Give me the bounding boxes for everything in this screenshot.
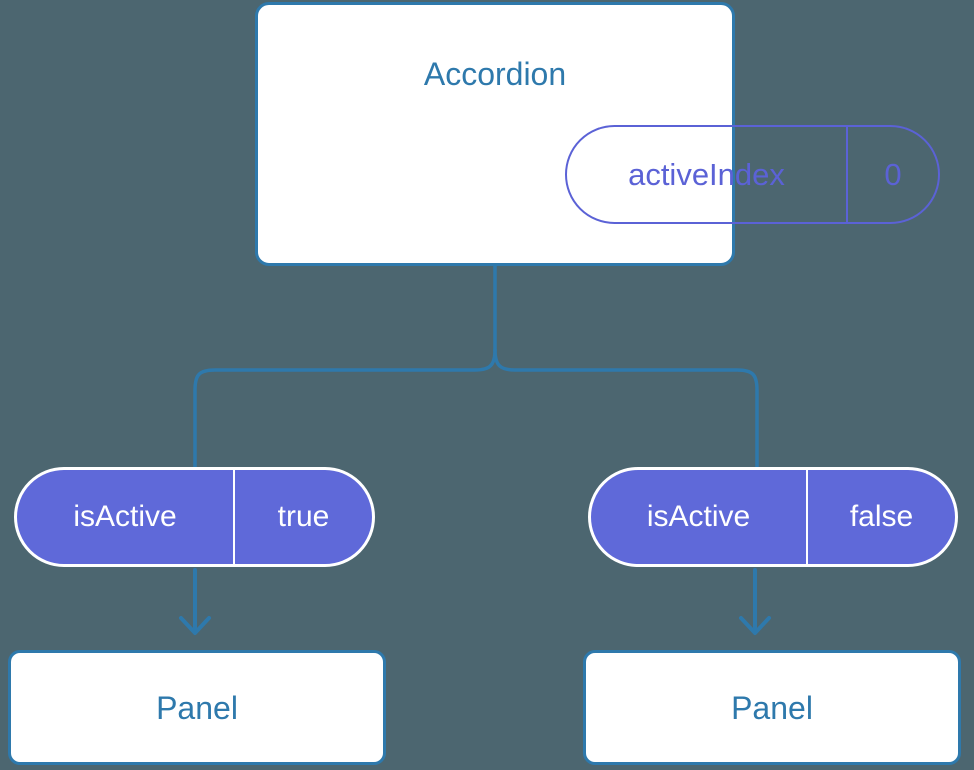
accordion-node[interactable]: Accordion activeIndex 0 (255, 2, 940, 266)
accordion-state-value: 0 (846, 127, 938, 222)
panel-node-right[interactable]: Panel (583, 650, 961, 765)
panel-right-title: Panel (731, 689, 813, 726)
prop-pill-right-value: false (806, 470, 955, 564)
prop-pill-right-name: isActive (646, 500, 751, 533)
prop-pill-left[interactable]: isActive true (14, 467, 375, 567)
arrow-right-head-icon (739, 616, 771, 635)
connector-branch-right (493, 348, 759, 469)
connector-branch-left (193, 348, 497, 469)
accordion-title: Accordion (423, 56, 567, 92)
accordion-state-name: activeIndex (628, 156, 785, 192)
prop-pill-left-name: isActive (73, 500, 177, 533)
arrow-left-head-icon (179, 616, 211, 635)
panel-left-title: Panel (156, 689, 238, 726)
prop-pill-right[interactable]: isActive false (588, 467, 958, 567)
accordion-state-pill[interactable]: activeIndex 0 (565, 125, 940, 224)
panel-node-left[interactable]: Panel (8, 650, 386, 765)
prop-pill-left-value: true (233, 470, 372, 564)
